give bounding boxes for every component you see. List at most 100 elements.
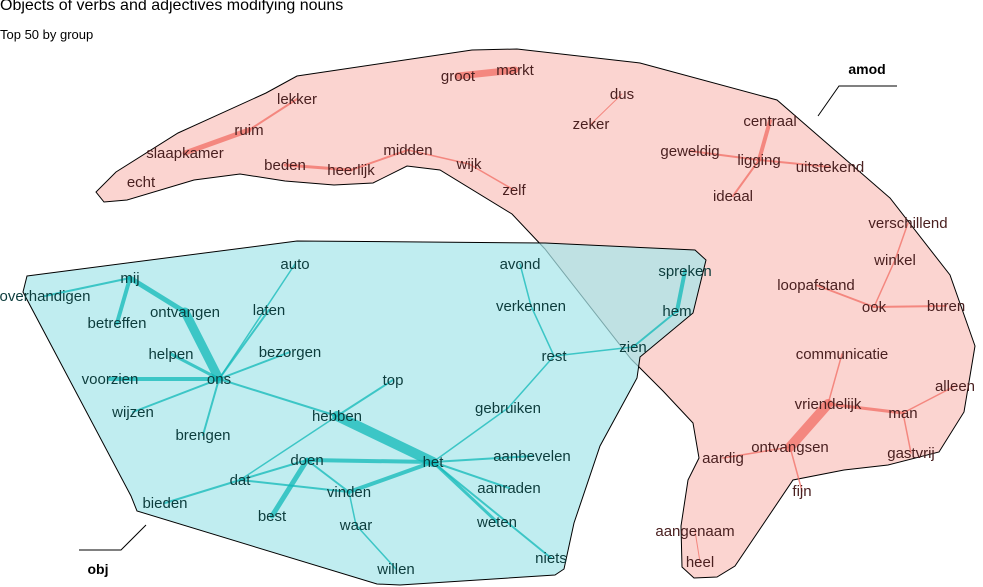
node-niets: niets xyxy=(535,550,567,567)
node-auto: auto xyxy=(280,256,309,273)
group-label-amod: amod xyxy=(848,61,885,77)
node-hem: hem xyxy=(662,303,691,320)
node-rest: rest xyxy=(541,348,567,365)
node-verschillend: verschillend xyxy=(868,215,947,232)
edge-doen-dat xyxy=(239,459,308,481)
node-bieden: bieden xyxy=(142,495,187,512)
node-laten: laten xyxy=(253,302,286,319)
amod-callout-line xyxy=(817,85,897,117)
edge-ons-hebben xyxy=(218,378,338,417)
node-avond: avond xyxy=(500,256,541,273)
edge-dat-hebben xyxy=(239,415,338,481)
node-heel: heel xyxy=(686,554,714,571)
edge-hem-zien xyxy=(632,310,678,348)
node-alleen: alleen xyxy=(935,378,975,395)
node-dus: dus xyxy=(610,86,634,103)
edge-midden-wijk xyxy=(407,149,470,165)
edge-ligging-ideaal xyxy=(732,159,760,197)
edge-ons-auto xyxy=(218,263,296,380)
edge-ontvangsen-aardig xyxy=(722,446,791,459)
edge-groot-markt xyxy=(454,66,519,80)
hull-amod xyxy=(95,48,976,579)
node-bezorgen: bezorgen xyxy=(259,344,322,361)
edge-geweldig-ligging xyxy=(689,150,760,161)
edge-beden-heerlijk xyxy=(283,163,353,172)
edge-ons-brengen xyxy=(202,378,220,436)
edge-dus-zeker xyxy=(590,93,623,125)
edge-vriendelijk-communicatie xyxy=(827,353,843,405)
node-communicatie: communicatie xyxy=(796,346,889,363)
node-centraal: centraal xyxy=(743,113,796,130)
node-beden: beden xyxy=(264,157,306,174)
node-zelf: zelf xyxy=(502,182,526,199)
node-hebben: hebben xyxy=(312,408,362,425)
node-lekker: lekker xyxy=(277,91,317,108)
node-ideaal: ideaal xyxy=(713,188,753,205)
node-ontvangen: ontvangen xyxy=(150,304,220,321)
node-best: best xyxy=(258,508,287,525)
edge-gebruiken-het xyxy=(432,407,509,463)
edge-spreken-hem xyxy=(675,269,687,313)
edge-het-doen xyxy=(305,458,435,464)
node-zien: zien xyxy=(619,339,647,356)
edge-alleen-man xyxy=(902,385,956,414)
node-gebruiken: gebruiken xyxy=(475,400,541,417)
node-weten: weten xyxy=(476,514,517,531)
node-vriendelijk: vriendelijk xyxy=(795,396,862,413)
edge-verschillend-winkel xyxy=(894,222,909,261)
node-fijn: fijn xyxy=(792,483,811,500)
node-aangenaam: aangenaam xyxy=(655,523,734,540)
node-uitstekend: uitstekend xyxy=(796,159,864,176)
node-waar: waar xyxy=(339,517,373,534)
node-doen: doen xyxy=(290,452,323,469)
node-het: het xyxy=(423,454,445,471)
edge-ook-buren xyxy=(873,305,947,308)
node-spreken: spreken xyxy=(658,263,711,280)
edge-man-gastvrij xyxy=(902,412,912,454)
edge-aangenaam-heel xyxy=(694,530,701,563)
node-overhandigen: overhandigen xyxy=(0,288,90,305)
node-aanbevelen: aanbevelen xyxy=(493,448,571,465)
node-mij: mij xyxy=(120,270,139,287)
node-vinden: vinden xyxy=(327,484,371,501)
obj-callout-line xyxy=(79,524,147,551)
node-ons: ons xyxy=(207,371,231,388)
node-echt: echt xyxy=(127,174,156,191)
node-aanraden: aanraden xyxy=(477,480,540,497)
node-ligging: ligging xyxy=(737,152,780,169)
edge-dat-bieden xyxy=(164,479,241,504)
edge-mij-betreffen xyxy=(115,276,132,325)
node-wijk: wijk xyxy=(456,156,482,173)
edge-verkennen-avond xyxy=(519,263,532,307)
edge-vriendelijk-ontvangsen xyxy=(785,399,833,452)
node-wijzen: wijzen xyxy=(111,404,154,421)
edge-heerlijk-midden xyxy=(350,149,409,171)
edge-loopafstand-ook xyxy=(815,284,875,308)
node-ruim: ruim xyxy=(234,122,263,139)
node-top: top xyxy=(383,372,404,389)
edge-vriendelijk-man xyxy=(826,402,905,415)
edge-het-aanbevelen xyxy=(432,455,533,463)
node-voorzien: voorzien xyxy=(82,371,139,388)
node-midden: midden xyxy=(383,142,432,159)
edge-ons-bezorgen xyxy=(218,351,291,380)
node-helpen: helpen xyxy=(148,346,193,363)
node-willen: willen xyxy=(376,561,415,578)
edge-doen-vinden xyxy=(306,459,350,493)
node-ontvangsen: ontvangsen xyxy=(751,439,829,456)
chart-subtitle: Top 50 by group xyxy=(0,27,94,42)
edge-ontvangen-ons xyxy=(180,307,224,384)
edge-rest-verkennen xyxy=(530,305,555,357)
node-betreffen: betreffen xyxy=(88,315,147,332)
edge-rest-gebruiken xyxy=(507,355,555,409)
edge-ruim-lekker xyxy=(248,98,298,131)
node-verkennen: verkennen xyxy=(496,298,566,315)
node-slaapkamer: slaapkamer xyxy=(146,145,224,162)
node-aardig: aardig xyxy=(702,450,744,467)
chart-title: Objects of verbs and adjectives modifyin… xyxy=(0,0,344,14)
edge-hebben-het xyxy=(332,411,438,467)
edge-mij-ontvangen xyxy=(127,275,188,315)
edge-dat-vinden xyxy=(239,479,350,493)
edge-centraal-ligging xyxy=(757,119,772,162)
edge-ons-wijzen xyxy=(132,378,220,413)
